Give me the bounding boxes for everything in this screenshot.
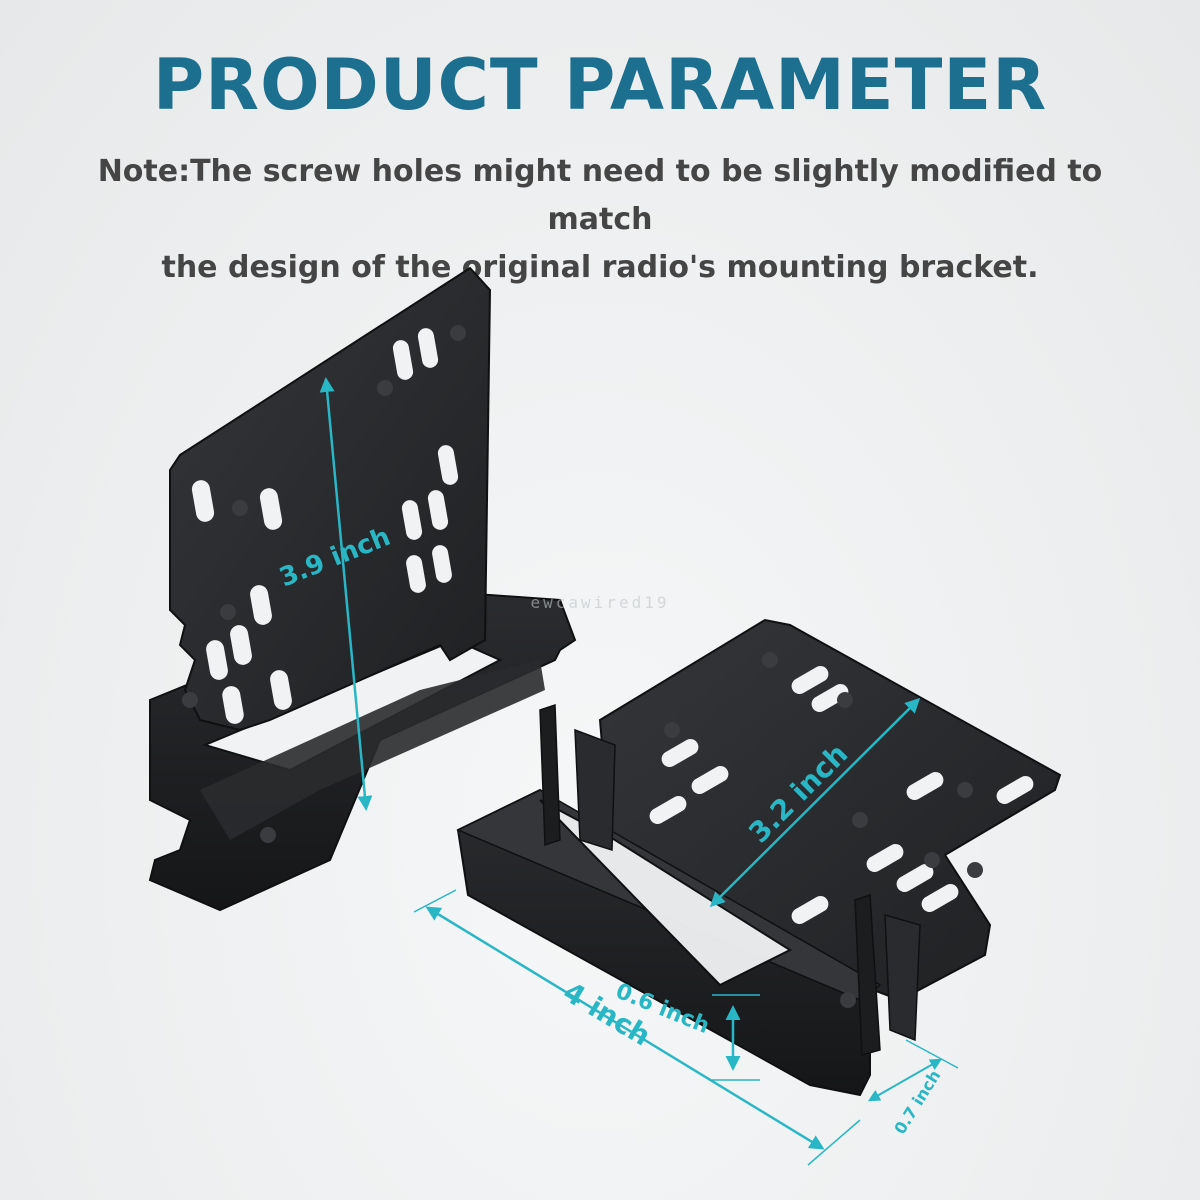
page-title: PRODUCT PARAMETER <box>152 44 1048 126</box>
height-dimension-line <box>319 377 373 811</box>
length-extension-right <box>807 1119 861 1166</box>
lip-depth-dimension-line <box>867 1058 943 1102</box>
note-line-2: the design of the original radio's mount… <box>161 250 1039 285</box>
depth-extension <box>905 1039 959 1069</box>
watermark-text: ewcawired19 <box>531 593 670 612</box>
lip-depth-dimension-label: 0.7 inch <box>890 1067 944 1138</box>
note-line-1: Note:The screw holes might need to be sl… <box>97 154 1103 237</box>
length-extension-left <box>413 889 457 913</box>
product-note: Note:The screw holes might need to be sl… <box>40 148 1160 292</box>
width-dimension-line <box>709 697 921 908</box>
length-dimension-line <box>425 906 825 1150</box>
